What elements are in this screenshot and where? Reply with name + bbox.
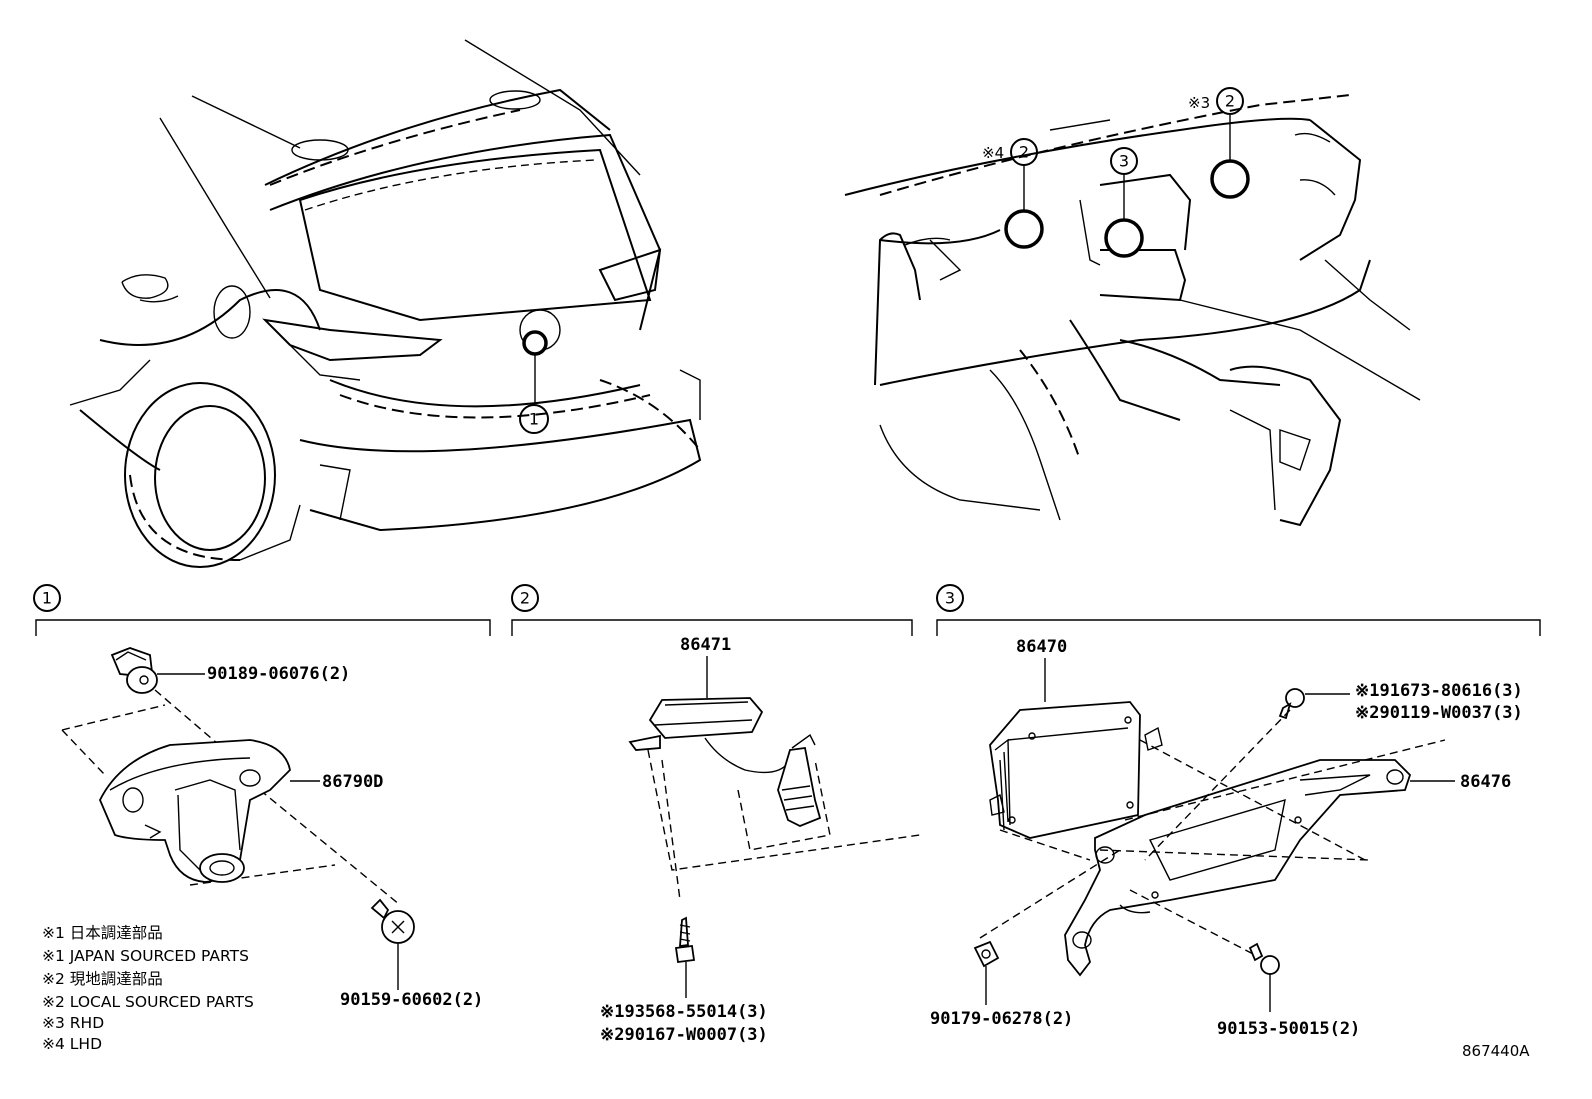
- mark-lhd: ※4: [982, 144, 1004, 162]
- callout-2-rhd: ※3 2: [1188, 87, 1244, 115]
- note-1-en: ※1 JAPAN SOURCED PARTS: [42, 947, 249, 965]
- svg-text:2: 2: [1225, 92, 1235, 111]
- bolt-90153: [1248, 942, 1280, 1012]
- label-86790D: 86790D: [322, 772, 383, 792]
- section-1-header: 1: [33, 584, 491, 636]
- car-rear-illustration: [69, 39, 702, 568]
- camera-86790D: [61, 689, 401, 906]
- label-93568-55014: ※193568-55014(3): [600, 1002, 768, 1022]
- callout-2-lhd: ※4 2: [982, 138, 1038, 166]
- nut-90179: [973, 940, 1000, 1005]
- bolt-91673: [1278, 688, 1350, 720]
- svg-text:2: 2: [1019, 143, 1029, 162]
- label-90189-06076: 90189-06076(2): [207, 664, 350, 684]
- sensor-86471: [628, 697, 921, 901]
- bracket-86476: [979, 709, 1455, 977]
- note-2-jp: ※2 現地調達部品: [42, 970, 163, 988]
- section-3-header: 3: [936, 584, 1541, 636]
- svg-text:1: 1: [42, 589, 52, 608]
- interior-illustration: [844, 94, 1421, 527]
- label-90179-06278: 90179-06278(2): [930, 1009, 1073, 1029]
- callout-1-label: 1: [529, 410, 539, 429]
- note-1-jp: ※1 日本調達部品: [42, 924, 163, 942]
- ecu-86470: [989, 701, 1163, 839]
- screw-93568: [674, 916, 696, 998]
- svg-text:3: 3: [1119, 152, 1129, 171]
- label-90159-60602: 90159-60602(2): [340, 990, 483, 1010]
- callout-1-car: 1: [519, 404, 549, 434]
- note-2-en: ※2 LOCAL SOURCED PARTS: [42, 993, 254, 1011]
- label-90119-W0037: ※290119-W0037(3): [1355, 703, 1523, 723]
- clip-90189: [110, 647, 205, 694]
- label-86476: 86476: [1460, 772, 1511, 792]
- note-4: ※4 LHD: [42, 1035, 102, 1053]
- mark-rhd: ※3: [1188, 94, 1210, 112]
- diagram-code: 867440A: [1462, 1042, 1530, 1060]
- callout-3-interior: 3: [1110, 147, 1138, 175]
- screw-90159: [370, 898, 415, 990]
- svg-text:2: 2: [520, 589, 530, 608]
- label-91673-80616: ※191673-80616(3): [1355, 681, 1523, 701]
- label-86470: 86470: [1016, 637, 1067, 657]
- label-86471: 86471: [680, 635, 731, 655]
- svg-text:3: 3: [945, 589, 955, 608]
- note-3: ※3 RHD: [42, 1014, 104, 1032]
- label-90153-50015: 90153-50015(2): [1217, 1019, 1360, 1039]
- section-2-header: 2: [511, 584, 913, 636]
- label-90167-W0007: ※290167-W0007(3): [600, 1025, 768, 1045]
